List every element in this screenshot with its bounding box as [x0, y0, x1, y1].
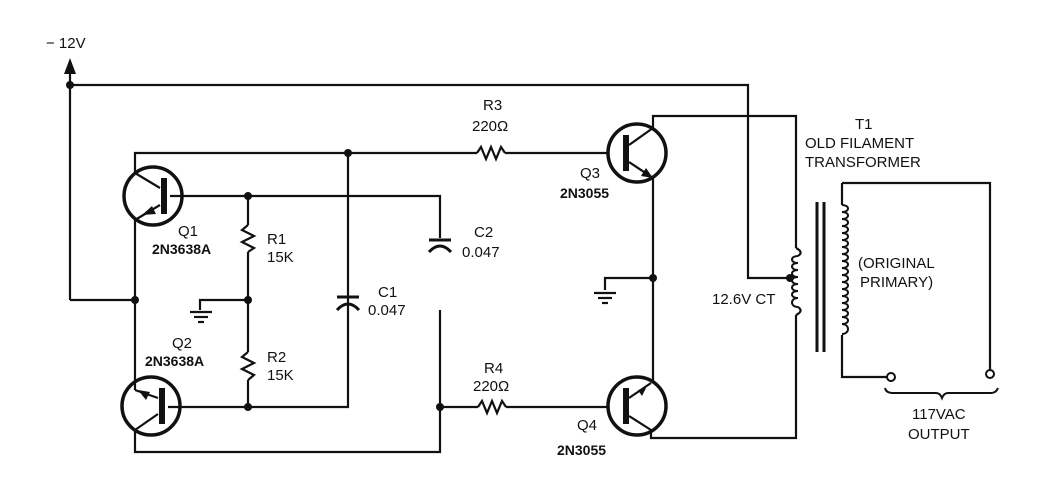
r2-ref: R2: [267, 349, 286, 366]
output-brace: [884, 387, 999, 401]
q1-part: 2N3638A: [152, 241, 211, 257]
supply-rail: [70, 83, 790, 280]
r3-ref: R3: [483, 97, 502, 114]
resistor-r1: R1 15K: [239, 196, 294, 300]
c1-ref: C1: [378, 284, 397, 301]
ground-left: [190, 298, 248, 324]
output-terminals: 117VAC OUTPUT: [884, 369, 999, 443]
c2-value: 0.047: [462, 244, 500, 261]
capacitor-c2: C2 0.047: [427, 224, 500, 261]
transformer-t1: T1 OLD FILAMENT TRANSFORMER 12.6V CT (OR…: [712, 116, 992, 379]
ground-right: [594, 276, 653, 305]
t1-line2: TRANSFORMER: [805, 154, 921, 171]
t1-ref: T1: [855, 116, 873, 133]
q3-part: 2N3055: [560, 185, 609, 201]
q4-ref: Q4: [577, 417, 597, 434]
supply-arrow-icon: [64, 58, 76, 74]
r1-ref: R1: [267, 231, 286, 248]
q2-part: 2N3638A: [145, 353, 204, 369]
supply-label: − 12V: [46, 35, 86, 52]
q1-ref: Q1: [178, 223, 198, 240]
transistor-q2: Q2 2N3638A: [120, 335, 204, 437]
r2-value: 15K: [267, 367, 294, 384]
resistor-r2: R2 15K: [239, 300, 294, 407]
capacitor-c1: C1 0.047: [335, 284, 406, 319]
output-terminal-1[interactable]: [886, 372, 896, 382]
q4-part: 2N3055: [557, 442, 606, 458]
supply-terminal: − 12V: [46, 35, 86, 300]
transistor-q3: Q3 2N3055: [560, 122, 668, 201]
c1-value: 0.047: [368, 302, 406, 319]
q3-ref: Q3: [580, 165, 600, 182]
t1-primary-line2: PRIMARY): [860, 274, 933, 291]
output-line2: OUTPUT: [908, 426, 970, 443]
t1-secondary-label: 12.6V CT: [712, 291, 775, 308]
resistor-r4: R4 220Ω: [440, 360, 608, 416]
transistor-q4: Q4 2N3055: [557, 375, 668, 458]
resistor-r3: R3 220Ω: [440, 97, 608, 162]
t1-primary-line1: (ORIGINAL: [858, 255, 935, 272]
c2-ref: C2: [474, 224, 493, 241]
output-terminal-2[interactable]: [985, 369, 995, 379]
q2-ref: Q2: [172, 335, 192, 352]
r4-ref: R4: [484, 360, 503, 377]
output-line1: 117VAC: [912, 406, 966, 423]
r3-value: 220Ω: [472, 118, 508, 135]
r1-value: 15K: [267, 249, 294, 266]
r4-value: 220Ω: [473, 378, 509, 395]
t1-line1: OLD FILAMENT: [805, 135, 914, 152]
transistor-q1: Q1 2N3638A: [122, 165, 211, 257]
